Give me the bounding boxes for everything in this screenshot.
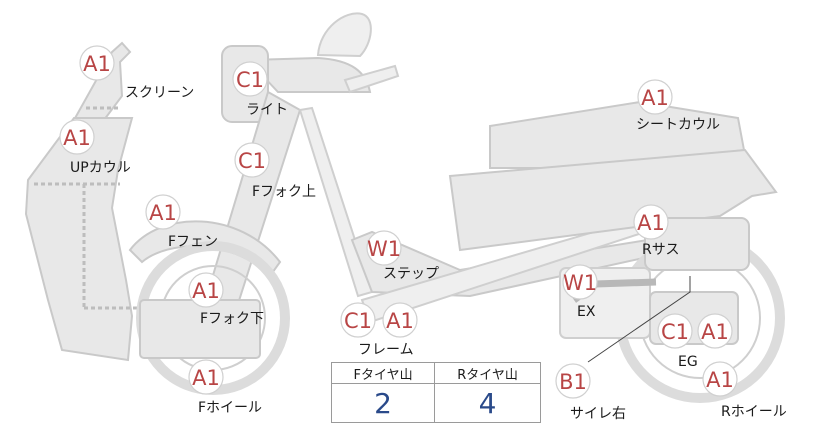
grade-badge-step[interactable]: W1 — [366, 230, 402, 266]
grade-badge-text: B1 — [559, 370, 587, 394]
grade-badge-light[interactable]: C1 — [232, 61, 268, 97]
label-frame: フレーム — [358, 342, 414, 358]
grade-badge-text: C1 — [236, 68, 264, 92]
grade-badge-frame-a[interactable]: A1 — [382, 302, 418, 338]
label-step: ステップ — [383, 266, 439, 282]
pointer-line — [587, 276, 691, 363]
grade-badge-text: A1 — [83, 52, 111, 76]
grade-badge-text: A1 — [701, 320, 729, 344]
label-f-fender: Fフェン — [168, 234, 218, 250]
grade-badge-text: A1 — [386, 309, 414, 333]
grade-badge-eg-a[interactable]: A1 — [697, 313, 733, 349]
grade-badge-f-fork-upper[interactable]: C1 — [234, 142, 270, 178]
label-f-fork-upper: Fフォク上 — [252, 184, 316, 200]
fork-lower-block-shape — [139, 299, 261, 359]
rear-sus-shape — [644, 217, 750, 271]
grade-badge-text: W1 — [367, 237, 401, 261]
front-fork-shape — [203, 90, 302, 312]
label-r-sus: Rサス — [642, 242, 679, 258]
label-silencer-right: サイレ右 — [570, 406, 626, 422]
grade-badge-text: A1 — [192, 279, 220, 303]
grade-badge-ex[interactable]: W1 — [562, 264, 598, 300]
grade-badge-text: A1 — [637, 211, 665, 235]
label-f-fork-lower: Fフォク下 — [200, 311, 264, 327]
grade-badge-text: A1 — [192, 366, 220, 390]
grade-badge-text: C1 — [344, 309, 372, 333]
tire-tread-table: Fタイヤ山 Rタイヤ山 2 4 — [330, 362, 541, 423]
grade-badge-f-fork-lower[interactable]: A1 — [188, 272, 224, 308]
grade-badge-eg-c[interactable]: C1 — [657, 313, 693, 349]
grade-badge-text: A1 — [641, 86, 669, 110]
label-ex: EX — [577, 304, 596, 320]
part-labels: スクリーン UPカウル ライト Fフォク上 Fフェン Fフォク下 Fホイール ス… — [70, 85, 787, 422]
grade-badge-screen[interactable]: A1 — [79, 45, 115, 81]
grade-badge-text: A1 — [706, 368, 734, 392]
label-seat-cowl: シートカウル — [636, 117, 720, 133]
grade-badge-text: A1 — [63, 126, 91, 150]
handle-grip-shape — [343, 64, 400, 94]
rear-tread-header: Rタイヤ山 — [434, 362, 541, 384]
label-light: ライト — [246, 102, 288, 118]
grade-badge-r-sus[interactable]: A1 — [633, 204, 669, 240]
front-tread-header: Fタイヤ山 — [330, 362, 436, 384]
label-eg: EG — [678, 354, 698, 370]
grade-badge-seat-cowl[interactable]: A1 — [637, 79, 673, 115]
fork-stay-shape — [298, 106, 374, 298]
mirror-shape — [316, 12, 372, 58]
label-f-wheel: Fホイール — [198, 400, 262, 416]
seat-cowl-shape — [448, 148, 778, 252]
grade-badges: A1 A1 C1 C1 A1 A1 A1 W1 — [59, 45, 738, 399]
cowl-dotted-line — [34, 106, 180, 310]
grade-badge-up-cowl[interactable]: A1 — [59, 119, 95, 155]
label-r-wheel: Rホイール — [721, 404, 787, 420]
grade-badge-silencer-right[interactable]: B1 — [555, 363, 591, 399]
grade-badge-text: C1 — [238, 149, 266, 173]
label-screen: スクリーン — [125, 85, 194, 101]
rear-tread-value: 4 — [434, 383, 541, 423]
grade-badge-text: A1 — [149, 201, 177, 225]
grade-badge-text: C1 — [661, 320, 689, 344]
grade-badge-frame-c[interactable]: C1 — [340, 302, 376, 338]
grade-badge-text: W1 — [563, 271, 597, 295]
front-cowl-shape — [24, 117, 134, 362]
grade-badge-f-wheel[interactable]: A1 — [188, 359, 224, 395]
front-tread-value: 2 — [330, 383, 436, 423]
handle-shape — [245, 56, 372, 93]
label-up-cowl: UPカウル — [70, 160, 131, 176]
grade-badge-r-wheel[interactable]: A1 — [702, 361, 738, 397]
grade-badge-f-fender[interactable]: A1 — [145, 194, 181, 230]
